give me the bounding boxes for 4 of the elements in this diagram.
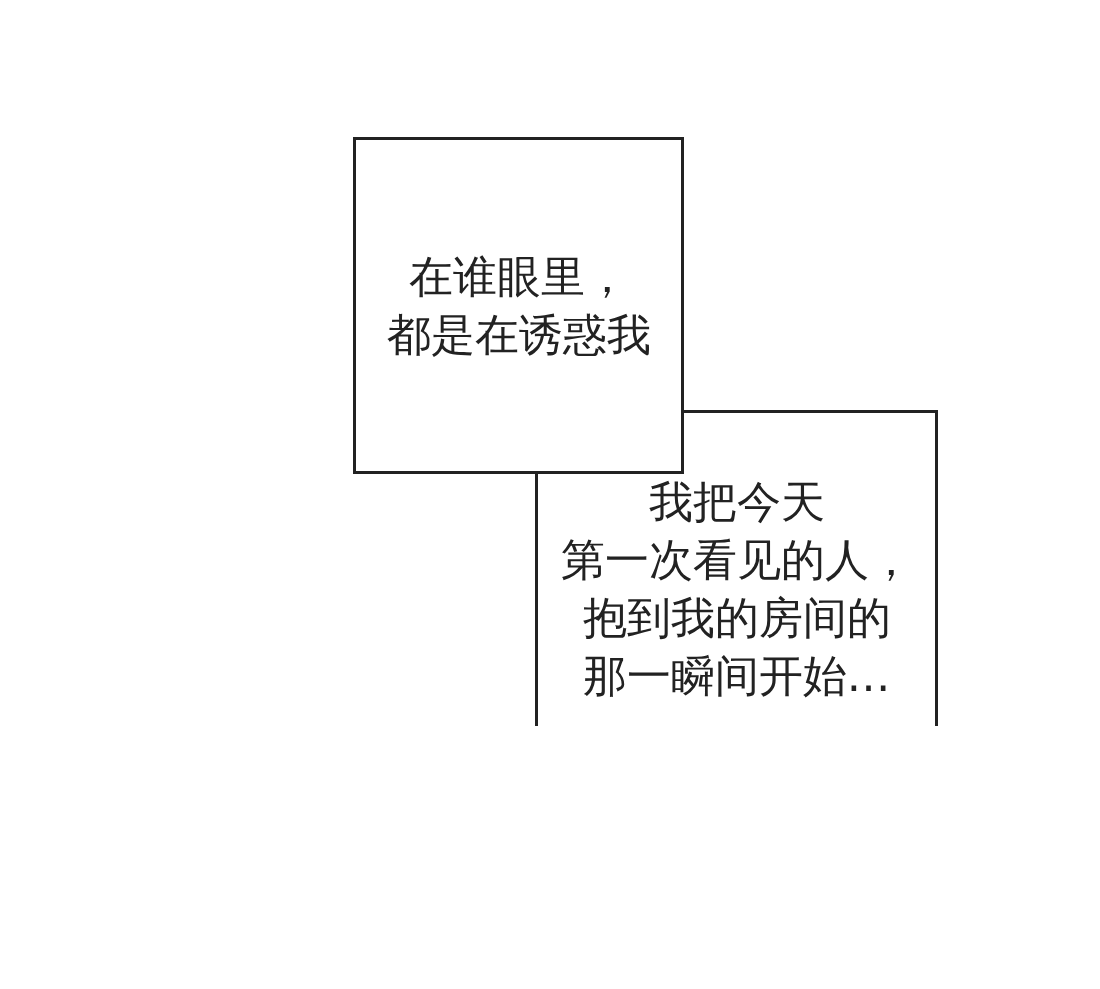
caption-text: 在谁眼里，都是在诱惑我 [386, 249, 651, 362]
caption-box [353, 137, 684, 474]
caption-box [535, 410, 938, 726]
caption-text: 我把今天第一次看见的人，抱到我的房间的那一瞬间开始… [560, 475, 913, 703]
